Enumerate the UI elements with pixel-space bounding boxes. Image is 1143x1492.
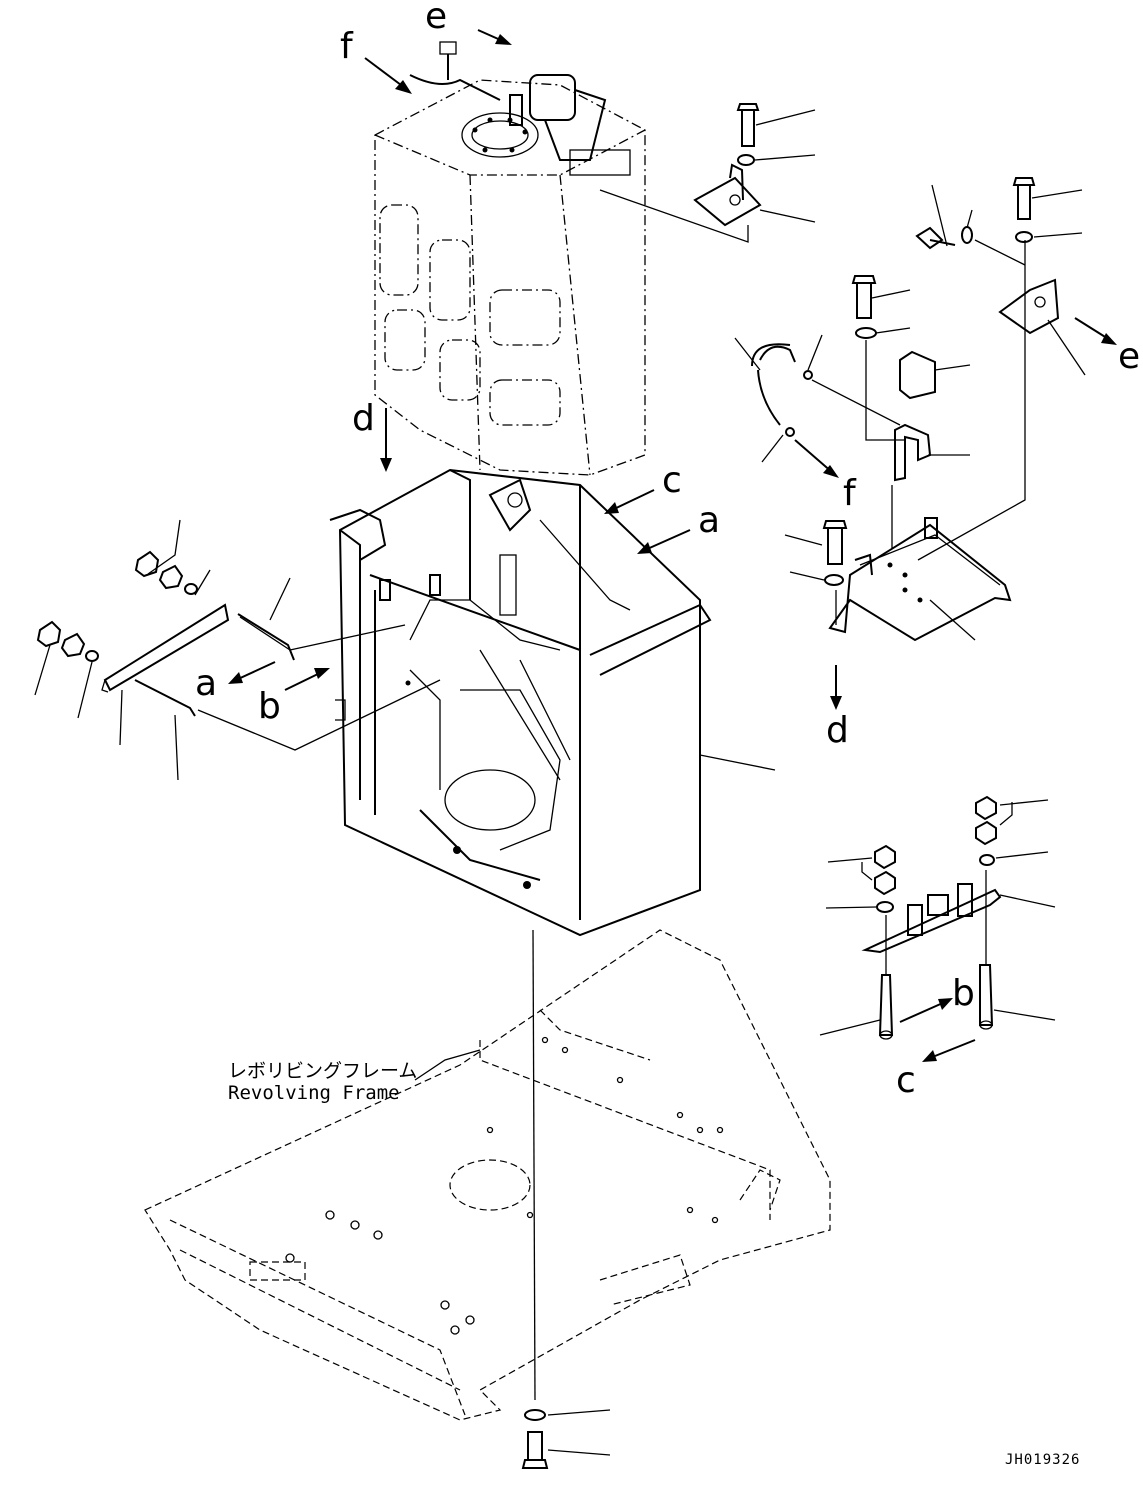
- tank-stand: [329, 468, 712, 937]
- frame-label-leader: [414, 1049, 481, 1081]
- revolving-frame: [144, 929, 831, 1421]
- arrows: [228, 29, 1117, 1062]
- callout-b-right: b: [952, 973, 975, 1014]
- fuel-cap: [529, 74, 576, 121]
- upper-right-brackets: [599, 103, 1086, 482]
- callout-d-stand: d: [352, 398, 375, 439]
- callout-c-stand: c: [662, 460, 682, 501]
- callout-e-top: e: [425, 0, 447, 37]
- callout-a-strap: a: [195, 663, 217, 704]
- frame-label-english: Revolving Frame: [228, 1082, 400, 1104]
- callout-e-right: e: [1118, 336, 1140, 377]
- callout-f-top: f: [340, 26, 354, 67]
- callout-c-right: c: [896, 1060, 916, 1101]
- callout-letters: e f d c a a b e f d b c: [195, 0, 1140, 1101]
- frame-mount-bolt: [521, 929, 611, 1469]
- left-strap-group: [34, 519, 441, 781]
- leader-lines: [699, 754, 776, 771]
- drawing-code: JH019326: [1005, 1452, 1081, 1468]
- callout-d-right: d: [826, 710, 849, 751]
- callout-b-strap: b: [258, 686, 281, 727]
- revolving-frame-label: レボリビングフレーム Revolving Frame: [228, 1060, 417, 1104]
- fuel-tank: [374, 41, 646, 476]
- callout-a-stand: a: [698, 500, 720, 541]
- frame-label-japanese: レボリビングフレーム: [228, 1060, 418, 1082]
- callout-f-right: f: [843, 473, 857, 514]
- lower-right-rod-assembly: [819, 795, 1056, 1040]
- sensor-connector: [439, 41, 457, 55]
- right-mount-plate: [784, 240, 1026, 642]
